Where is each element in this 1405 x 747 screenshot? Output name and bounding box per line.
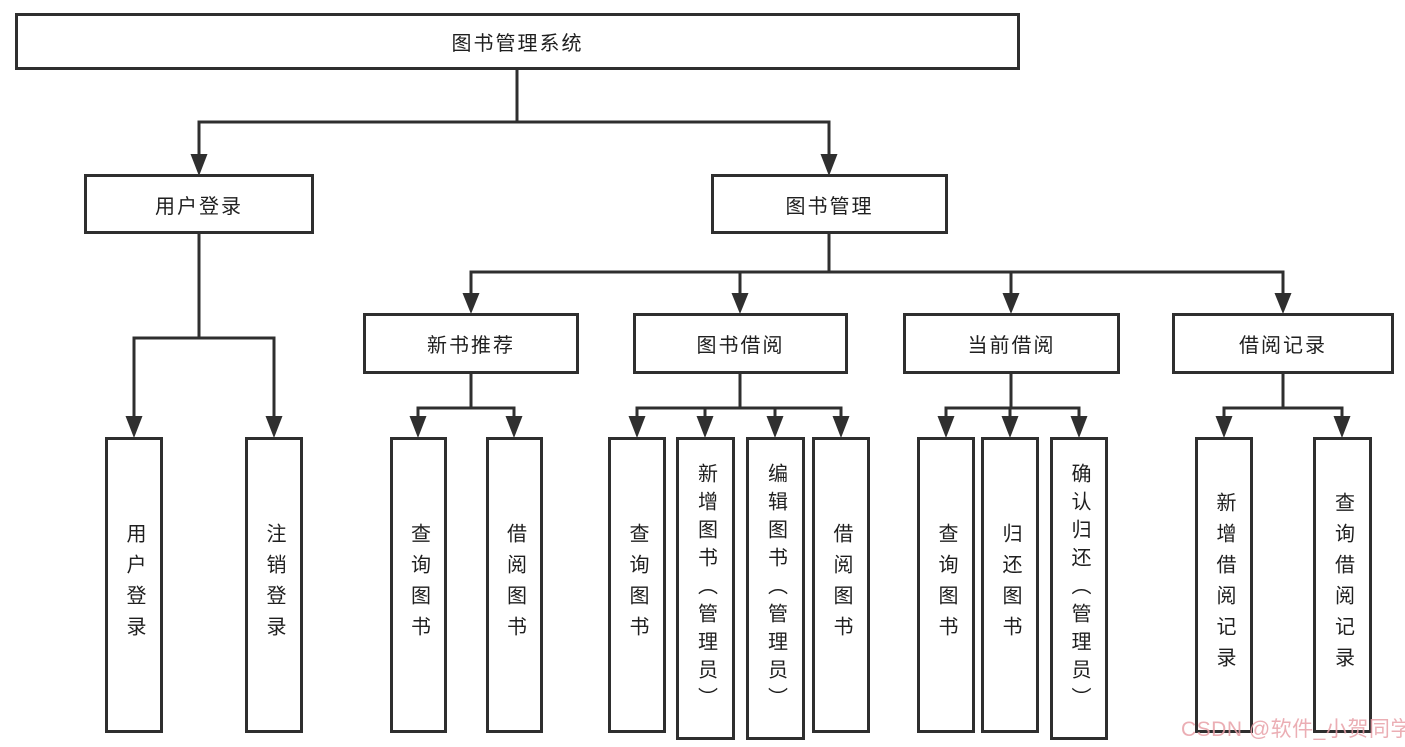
node-user-login: 用户登录 (84, 174, 314, 234)
leaf-add-books-admin-label: 新增图书（管理员） (694, 462, 717, 715)
leaf-query-books-borrowing-label: 查询图书 (626, 523, 648, 647)
watermark: CSDN @软件_小贺同学 (1181, 718, 1405, 741)
leaf-add-borrow-record-label: 新增借阅记录 (1213, 492, 1235, 678)
node-new-book-recommendation-label: 新书推荐 (427, 335, 515, 357)
node-book-management: 图书管理 (711, 174, 948, 234)
leaf-return-books: 归还图书 (981, 437, 1039, 733)
leaf-query-borrow-record: 查询借阅记录 (1313, 437, 1372, 733)
node-book-management-label: 图书管理 (785, 195, 874, 218)
node-borrowing-records: 借阅记录 (1172, 313, 1394, 374)
node-borrowing-records-label: 借阅记录 (1239, 335, 1327, 357)
leaf-query-books-recommend-label: 查询图书 (407, 523, 430, 647)
leaf-query-books-current: 查询图书 (917, 437, 975, 733)
leaf-logout: 注销登录 (245, 437, 303, 733)
node-current-borrowing: 当前借阅 (903, 313, 1120, 374)
node-book-borrowing-label: 图书借阅 (696, 335, 785, 357)
leaf-query-books-current-label: 查询图书 (935, 523, 957, 647)
edge-current-borrowing-branch (937, 374, 1088, 438)
leaf-query-borrow-record-label: 查询借阅记录 (1331, 492, 1354, 678)
leaf-user-login-label: 用户登录 (123, 523, 145, 647)
edge-root-to-level1 (190, 70, 838, 176)
leaf-confirm-return-admin-label: 确认归还（管理员） (1068, 462, 1090, 715)
edge-user-login-branch (125, 233, 283, 438)
leaf-edit-books-admin: 编辑图书（管理员） (746, 437, 805, 740)
leaf-borrow-books-recommend-label: 借阅图书 (503, 523, 526, 647)
edge-book-management-branch (462, 233, 1292, 314)
leaf-query-books-borrowing: 查询图书 (608, 437, 666, 733)
node-current-borrowing-label: 当前借阅 (967, 335, 1056, 357)
leaf-confirm-return-admin: 确认归还（管理员） (1050, 437, 1108, 740)
leaf-add-borrow-record: 新增借阅记录 (1195, 437, 1253, 733)
node-new-book-recommendation: 新书推荐 (363, 313, 579, 374)
edge-borrowing-records-branch (1215, 374, 1351, 438)
leaf-edit-books-admin-label: 编辑图书（管理员） (764, 462, 787, 715)
node-library-management-system-label: 图书管理系统 (451, 33, 584, 55)
edge-new-book-recommendation-branch (409, 374, 523, 438)
edge-book-borrowing-branch (628, 374, 850, 438)
node-book-borrowing: 图书借阅 (633, 313, 848, 374)
leaf-borrow-books-recommend: 借阅图书 (486, 437, 543, 733)
leaf-borrow-books-borrowing: 借阅图书 (812, 437, 870, 733)
node-user-login-label: 用户登录 (155, 195, 243, 218)
leaf-logout-label: 注销登录 (263, 523, 285, 647)
leaf-add-books-admin: 新增图书（管理员） (676, 437, 735, 740)
leaf-query-books-recommend: 查询图书 (390, 437, 447, 733)
leaf-user-login: 用户登录 (105, 437, 163, 733)
node-library-management-system: 图书管理系统 (15, 13, 1020, 70)
leaf-return-books-label: 归还图书 (999, 523, 1021, 647)
leaf-borrow-books-borrowing-label: 借阅图书 (830, 523, 852, 647)
